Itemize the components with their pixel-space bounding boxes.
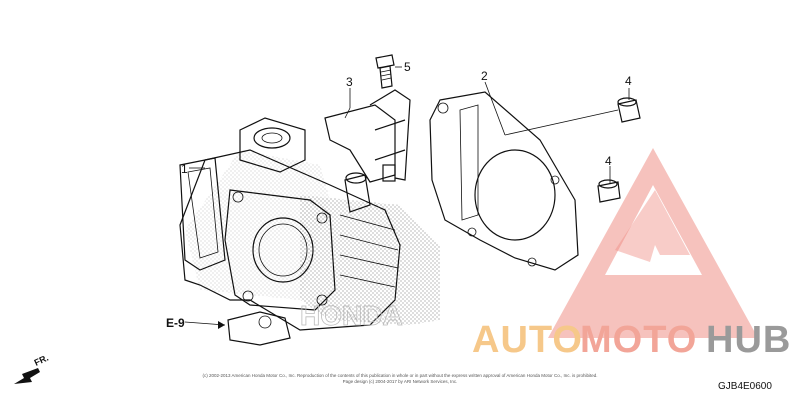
callout-part-1: 1 <box>181 162 188 176</box>
bracket-illustration <box>324 89 411 183</box>
watermark-word-hub: HUB <box>706 319 791 361</box>
watermark-triangle-icon <box>548 148 758 338</box>
copyright-line-1: (c) 2002-2013 American Honda Motor Co., … <box>203 373 598 378</box>
copyright-line-2: Page design (c) 2004-2017 by ARI Network… <box>343 379 458 384</box>
bolt-illustration <box>375 54 395 89</box>
callout-part-4-top: 4 <box>625 74 632 88</box>
callout-part-4-mid: 4 <box>605 154 612 168</box>
front-marker-label: FR. <box>33 353 50 368</box>
cylinder-block-illustration: HONDA <box>179 117 440 346</box>
watermark-word-auto: AUTO <box>472 319 583 361</box>
watermark-word-moto: MOTO <box>580 319 697 361</box>
watermark-logo <box>548 148 758 338</box>
callout-part-3: 3 <box>346 75 353 89</box>
leader-lines <box>184 66 630 329</box>
dowel-pin-mid-illustration <box>597 179 621 203</box>
front-arrow-icon <box>14 368 40 384</box>
front-direction-marker: FR. <box>14 353 50 384</box>
diagram-code: GJB4E0600 <box>718 381 772 392</box>
callout-part-2: 2 <box>481 69 488 83</box>
honda-emboss: HONDA <box>300 300 403 331</box>
watermark-text: AUTO MOTO HUB <box>472 319 791 361</box>
watermark-inner-mark-icon <box>615 190 690 262</box>
reference-e9-link[interactable]: E-9 <box>166 316 185 330</box>
gasket-illustration <box>429 91 579 271</box>
dowel-pin-top-illustration <box>617 97 641 123</box>
callout-part-5: 5 <box>404 60 411 74</box>
